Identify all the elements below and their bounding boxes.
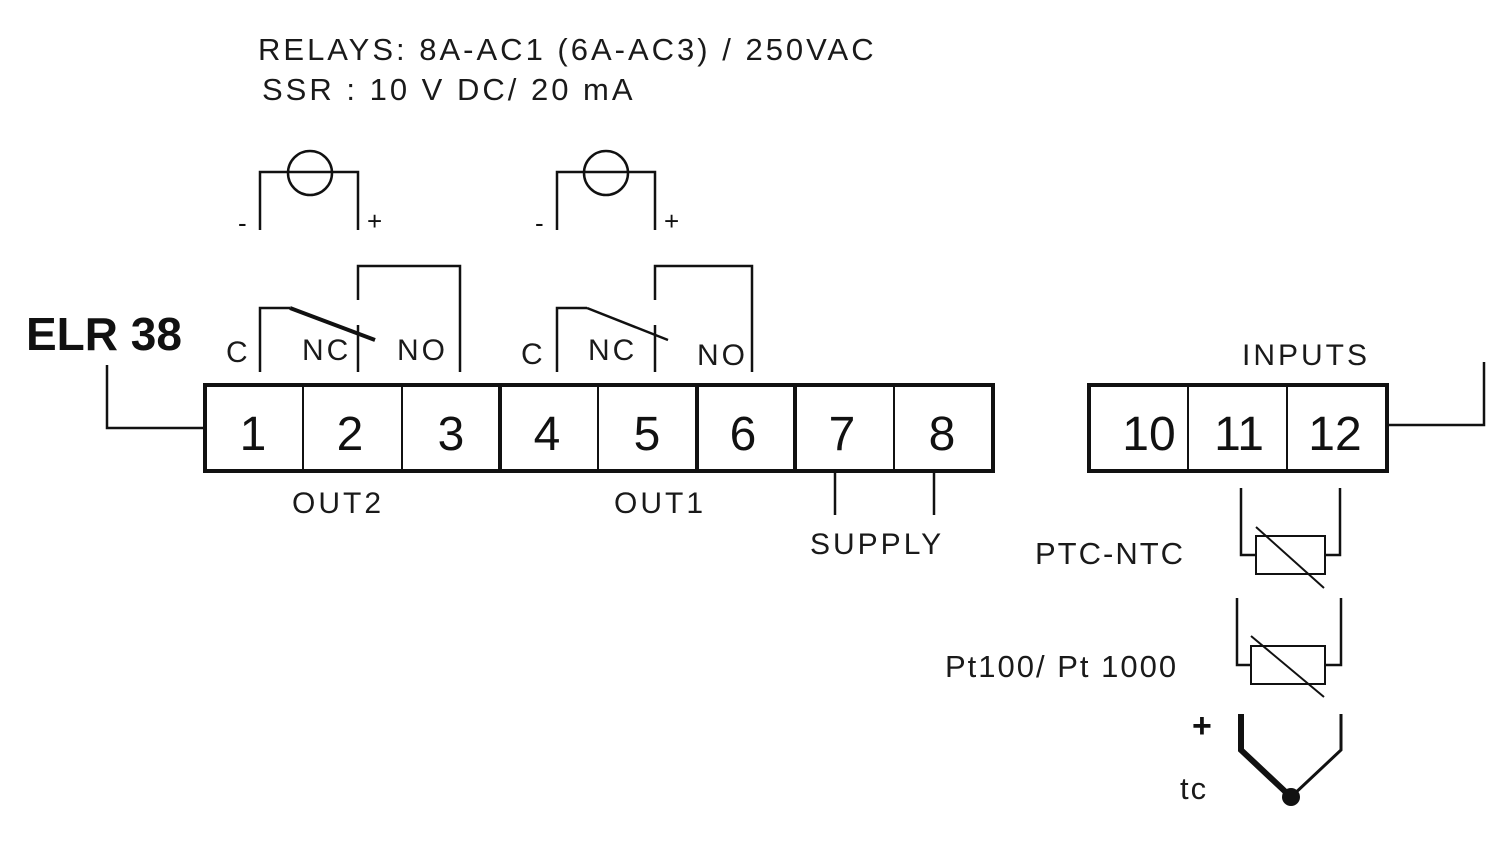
inputs-label: INPUTS — [1242, 339, 1370, 372]
contact-c-out2: C — [226, 336, 251, 369]
supply-label: SUPPLY — [810, 528, 944, 561]
ssr-lamp-out2: - + — [238, 149, 382, 238]
thermocouple-symbol — [1238, 714, 1343, 806]
tc-plus-sign: + — [1192, 707, 1212, 745]
pt100-sensor-symbol — [1235, 598, 1343, 698]
out2-label: OUT2 — [292, 487, 384, 520]
contact-nc-out1: NC — [588, 334, 637, 367]
ssr-minus-out1: - — [535, 208, 544, 238]
main-terminal-block: 1 2 3 4 5 6 7 8 — [203, 383, 995, 473]
terminal-2: 2 — [337, 408, 364, 461]
terminal-4: 4 — [534, 408, 561, 461]
terminal-12: 12 — [1308, 408, 1361, 461]
terminal-11: 11 — [1214, 408, 1264, 461]
contact-no-out2: NO — [397, 334, 448, 367]
model-label: ELR 38 — [26, 308, 182, 360]
model-leader-line — [105, 365, 205, 430]
contact-c-out1: C — [521, 338, 546, 371]
ssr-plus-out2: + — [367, 206, 382, 236]
contact-nc-out2: NC — [302, 334, 351, 367]
terminal-5: 5 — [634, 408, 661, 461]
relay-contact-out2 — [258, 264, 462, 372]
terminal-8: 8 — [929, 408, 956, 461]
tc-label: tc — [1180, 771, 1208, 806]
ssr-lamp-out1: - + — [535, 149, 679, 238]
terminal-7: 7 — [829, 408, 856, 461]
out1-label: OUT1 — [614, 487, 706, 520]
terminal-6: 6 — [730, 408, 757, 461]
contact-no-out1: NO — [697, 339, 748, 372]
inputs-leader-line — [1389, 362, 1486, 427]
terminal-10: 10 — [1122, 408, 1175, 461]
terminal-1: 1 — [240, 408, 267, 461]
ptc-ntc-label: PTC-NTC — [1035, 536, 1185, 571]
ssr-rating-text: SSR : 10 V DC/ 20 mA — [262, 72, 636, 107]
pt100-label: Pt100/ Pt 1000 — [945, 649, 1178, 684]
relay-rating-text: RELAYS: 8A-AC1 (6A-AC3) / 250VAC — [258, 32, 877, 67]
ptc-ntc-sensor-symbol — [1239, 488, 1342, 589]
relay-contact-out1 — [555, 264, 754, 372]
input-terminal-block: 10 11 12 — [1087, 383, 1389, 473]
ssr-plus-out1: + — [664, 206, 679, 236]
terminal-3: 3 — [438, 408, 465, 461]
ssr-minus-out2: - — [238, 208, 247, 238]
